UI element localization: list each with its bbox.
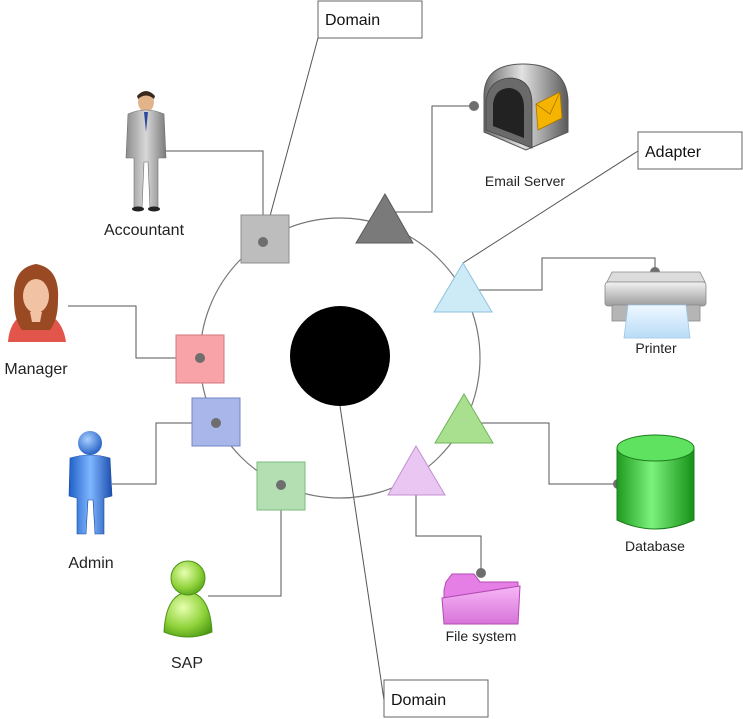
- dot-email: [469, 101, 479, 111]
- port-admin[interactable]: [191, 397, 241, 447]
- label-accountant: Accountant: [104, 222, 185, 239]
- email-server-icon[interactable]: [483, 63, 569, 151]
- adapter-printer[interactable]: [433, 262, 493, 313]
- label-printer: Printer: [635, 340, 677, 356]
- callout-line-domain-top: [262, 37, 319, 243]
- callout-line-domain-bottom: [339, 405, 385, 701]
- connector-sap: [208, 485, 282, 597]
- label-database: Database: [625, 538, 685, 554]
- dot-sap: [276, 480, 286, 490]
- label-file-system: File system: [446, 628, 517, 644]
- sap-icon[interactable]: [163, 560, 213, 638]
- dot-accountant: [258, 237, 268, 247]
- adapter-database[interactable]: [434, 393, 494, 444]
- bus-center-node[interactable]: [290, 306, 390, 406]
- connector-manager: [68, 305, 200, 359]
- label-sap: SAP: [171, 655, 203, 672]
- adapter-email[interactable]: [355, 193, 414, 244]
- connector-printer: [463, 257, 656, 291]
- admin-icon[interactable]: [68, 431, 113, 535]
- manager-icon[interactable]: [8, 264, 66, 342]
- dot-manager: [195, 353, 205, 363]
- accountant-icon[interactable]: [125, 91, 167, 212]
- label-email-server: Email Server: [485, 173, 565, 189]
- database-icon[interactable]: [616, 434, 695, 530]
- callout-domain-top-text: Domain: [325, 12, 380, 29]
- callout-adapter: Adapter: [637, 131, 743, 170]
- callout-domain-bottom-text: Domain: [391, 692, 446, 709]
- connector-lines: [68, 37, 656, 701]
- label-admin: Admin: [68, 555, 113, 572]
- callout-domain-top: Domain: [317, 0, 423, 39]
- callout-domain-bottom: Domain: [383, 679, 489, 718]
- label-manager: Manager: [4, 361, 68, 378]
- connector-email: [385, 105, 474, 213]
- connector-database: [464, 422, 618, 485]
- dot-filesystem: [476, 568, 486, 578]
- adapter-filesystem[interactable]: [387, 445, 446, 496]
- file-system-icon[interactable]: [441, 573, 521, 625]
- connector-filesystem: [415, 471, 482, 573]
- connector-accountant: [162, 150, 264, 242]
- connector-admin: [112, 422, 216, 485]
- callout-adapter-text: Adapter: [645, 144, 702, 161]
- printer-icon[interactable]: [604, 271, 707, 339]
- dot-admin: [211, 418, 221, 428]
- callout-line-adapter: [462, 150, 639, 264]
